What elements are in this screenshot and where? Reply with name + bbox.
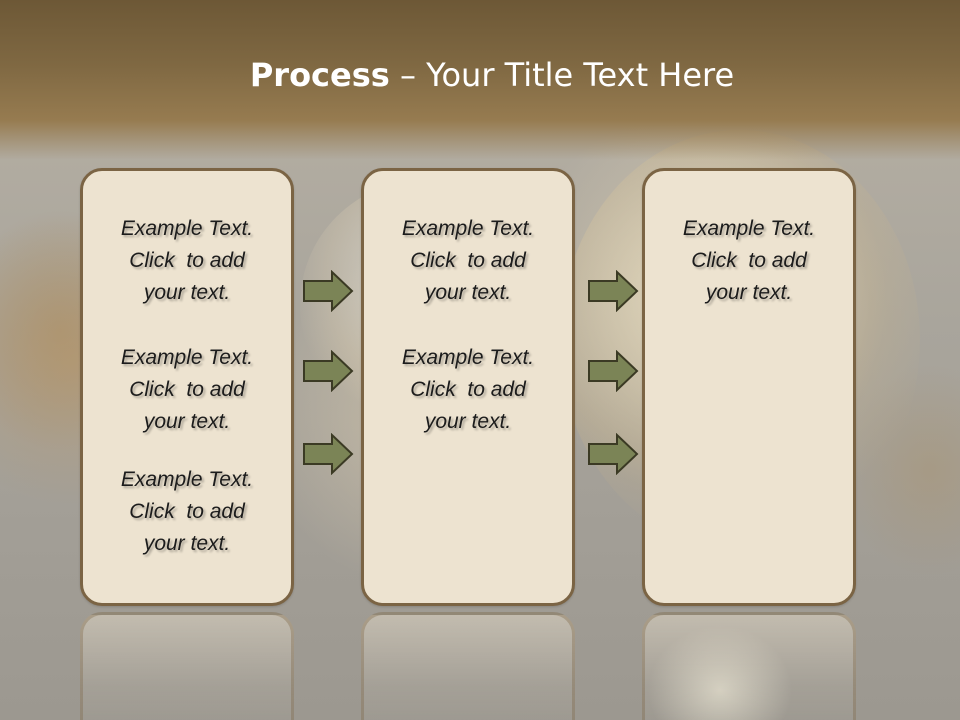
text-line: Click to add xyxy=(410,378,526,401)
text-line: Example Text. xyxy=(120,217,254,240)
right-arrow-icon[interactable] xyxy=(587,270,639,312)
text-line: Example Text. xyxy=(682,217,816,240)
right-arrow-icon[interactable] xyxy=(587,350,639,392)
text-line: Example Text. xyxy=(401,217,535,240)
text-line: Example Text. xyxy=(120,468,254,491)
right-arrow-icon[interactable] xyxy=(302,350,354,392)
text-placeholder[interactable]: Example Text. Click to add your text. xyxy=(83,342,291,438)
panel-reflection xyxy=(642,612,856,720)
text-placeholder[interactable]: Example Text. Click to add your text. xyxy=(645,213,853,309)
text-line: your text. xyxy=(143,532,231,555)
text-line: your text. xyxy=(143,410,231,433)
text-line: your text. xyxy=(424,281,512,304)
right-arrow-icon[interactable] xyxy=(302,270,354,312)
text-placeholder[interactable]: Example Text. Click to add your text. xyxy=(83,213,291,309)
right-arrow-icon[interactable] xyxy=(302,433,354,475)
text-line: your text. xyxy=(143,281,231,304)
text-placeholder[interactable]: Example Text. Click to add your text. xyxy=(83,464,291,560)
text-line: Example Text. xyxy=(401,346,535,369)
text-line: Click to add xyxy=(410,249,526,272)
title-rest: – Your Title Text Here xyxy=(389,56,735,94)
text-line: Example Text. xyxy=(120,346,254,369)
process-panel-2[interactable]: Example Text. Click to add your text. Ex… xyxy=(361,168,575,606)
panel-reflection xyxy=(361,612,575,720)
text-line: your text. xyxy=(705,281,793,304)
slide-title[interactable]: Process – Your Title Text Here xyxy=(0,55,960,95)
title-strong: Process xyxy=(249,56,390,94)
process-panel-1[interactable]: Example Text. Click to add your text. Ex… xyxy=(80,168,294,606)
panel-reflection xyxy=(80,612,294,720)
text-placeholder[interactable]: Example Text. Click to add your text. xyxy=(364,213,572,309)
text-line: Click to add xyxy=(129,249,245,272)
text-line: Click to add xyxy=(129,500,245,523)
right-arrow-icon[interactable] xyxy=(587,433,639,475)
process-panel-3[interactable]: Example Text. Click to add your text. xyxy=(642,168,856,606)
text-placeholder[interactable]: Example Text. Click to add your text. xyxy=(364,342,572,438)
text-line: Click to add xyxy=(129,378,245,401)
text-line: Click to add xyxy=(691,249,807,272)
title-band xyxy=(0,0,960,160)
text-line: your text. xyxy=(424,410,512,433)
